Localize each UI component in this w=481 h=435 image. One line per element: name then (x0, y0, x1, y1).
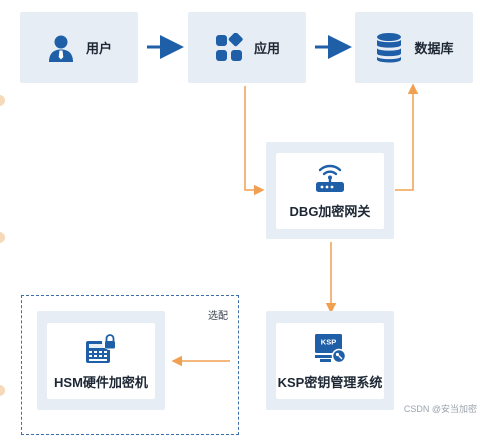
database-icon (377, 32, 402, 62)
node-hsm-card: HSM硬件加密机 (47, 323, 155, 399)
node-ksp-card: KSP KSP密钥管理系统 (276, 323, 384, 399)
node-hsm: HSM硬件加密机 (37, 311, 165, 410)
side-dot (0, 95, 5, 106)
edge-dbg-database (395, 83, 419, 191)
app-grid-icon (215, 32, 243, 61)
edge-app-dbg (244, 86, 265, 196)
optional-label: 选配 (208, 311, 228, 322)
node-app-label: 应用 (253, 41, 280, 56)
node-database-label: 数据库 (414, 41, 454, 56)
node-ksp: KSP KSP密钥管理系统 (266, 311, 394, 410)
lock-device-icon (86, 333, 118, 363)
user-icon (48, 35, 73, 62)
node-ksp-label: KSP密钥管理系统 (277, 374, 383, 390)
node-user: 用户 (20, 12, 138, 83)
node-user-label: 用户 (85, 41, 112, 56)
node-app: 应用 (188, 12, 306, 83)
router-icon (316, 164, 344, 192)
node-hsm-label: HSM硬件加密机 (54, 374, 148, 390)
side-dot (0, 385, 5, 396)
node-dbg-card: DBG加密网关 (276, 153, 384, 229)
ksp-badge: KSP (321, 337, 336, 346)
watermark: CSDN @安当加密 (403, 404, 477, 414)
side-dot (0, 232, 5, 243)
node-database: 数据库 (355, 12, 473, 83)
node-dbg-label: DBG加密网关 (289, 203, 371, 219)
node-dbg: DBG加密网关 (266, 142, 394, 239)
connector-lines (147, 35, 419, 367)
key-server-icon: KSP (315, 333, 347, 363)
